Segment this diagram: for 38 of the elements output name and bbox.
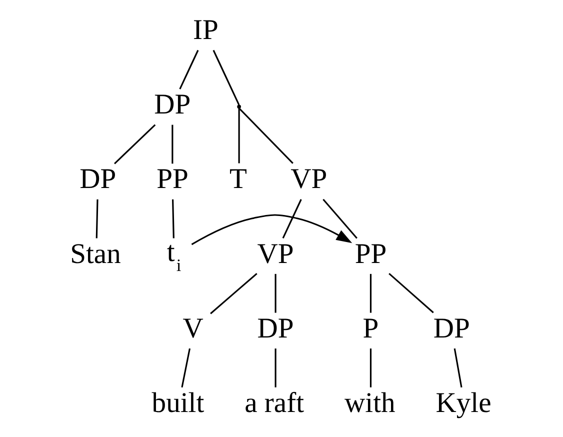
node-text: PP bbox=[354, 238, 387, 270]
node-text: built bbox=[152, 388, 204, 419]
node-text: P bbox=[362, 313, 379, 344]
connector bbox=[370, 348, 372, 388]
connector bbox=[96, 199, 98, 238]
connector bbox=[238, 108, 294, 164]
node-text: a raft bbox=[244, 388, 304, 419]
node-point bbox=[237, 104, 241, 109]
connector bbox=[274, 348, 276, 388]
node-text: DP bbox=[257, 313, 294, 344]
connector bbox=[210, 272, 258, 314]
connector bbox=[238, 108, 240, 164]
connector bbox=[181, 348, 191, 388]
node-text: V bbox=[182, 313, 204, 344]
connector bbox=[370, 274, 372, 313]
node-text: DP bbox=[154, 90, 191, 121]
node-text: IP bbox=[193, 15, 218, 46]
connector bbox=[388, 272, 434, 314]
node-text: PP bbox=[156, 164, 188, 196]
connector bbox=[114, 124, 156, 164]
connector bbox=[274, 274, 276, 313]
connector bbox=[282, 199, 302, 239]
connector bbox=[179, 50, 199, 90]
connector bbox=[172, 199, 174, 238]
arrow bbox=[191, 214, 352, 246]
node-text: Stan bbox=[70, 238, 121, 270]
connector bbox=[322, 198, 358, 239]
connector bbox=[212, 50, 240, 106]
node-text: DP bbox=[80, 164, 116, 196]
node-text: with bbox=[344, 388, 396, 419]
node-text: Kyle bbox=[436, 388, 492, 419]
node-text: T bbox=[230, 164, 247, 196]
connector bbox=[454, 348, 462, 388]
connector bbox=[172, 124, 174, 164]
node-text: DP bbox=[433, 313, 470, 344]
node-text: VP bbox=[257, 238, 294, 270]
node-text: t$_{i}$ bbox=[166, 237, 182, 276]
node-text: VP bbox=[290, 164, 328, 196]
